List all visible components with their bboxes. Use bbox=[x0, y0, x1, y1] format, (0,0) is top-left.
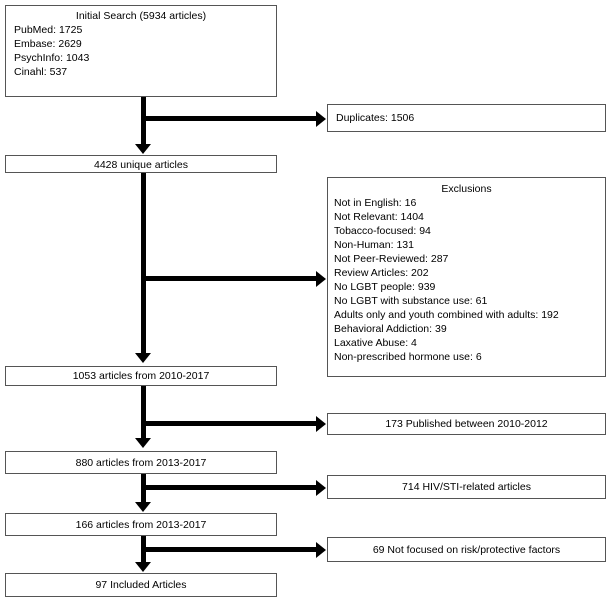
excluded-173-box: 173 Published between 2010-2012 bbox=[327, 413, 606, 435]
exclusion-item: Non-Human: 131 bbox=[334, 239, 414, 251]
initial-search-box: Initial Search (5934 articles) PubMed: 1… bbox=[5, 5, 277, 97]
arrow-to-714 bbox=[316, 480, 326, 496]
exclusion-item: Behavioral Addiction: 39 bbox=[334, 323, 447, 335]
arrow-to-166 bbox=[135, 502, 151, 512]
included-articles-label: 97 Included Articles bbox=[95, 579, 187, 591]
duplicates-box: Duplicates: 1506 bbox=[327, 104, 606, 132]
excluded-69-label: 69 Not focused on risk/protective factor… bbox=[372, 543, 561, 556]
unique-articles-label: 4428 unique articles bbox=[94, 158, 188, 171]
unique-articles-box: 4428 unique articles bbox=[5, 155, 277, 173]
exclusion-item: Review Articles: 202 bbox=[334, 267, 429, 279]
arrow-to-69 bbox=[316, 542, 326, 558]
branch-714 bbox=[141, 485, 317, 490]
excluded-173-label: 173 Published between 2010-2012 bbox=[385, 418, 548, 430]
branch-exclusions bbox=[141, 276, 317, 281]
exclusion-item: Laxative Abuse: 4 bbox=[334, 337, 417, 349]
articles-166-box: 166 articles from 2013-2017 bbox=[5, 513, 277, 536]
arrow-to-173 bbox=[316, 416, 326, 432]
excluded-714-label: 714 HIV/STI-related articles bbox=[402, 481, 531, 493]
articles-880-label: 880 articles from 2013-2017 bbox=[75, 456, 207, 469]
exclusion-item: Tobacco-focused: 94 bbox=[334, 225, 431, 237]
exclusion-item: No LGBT with substance use: 61 bbox=[334, 295, 488, 307]
exclusion-item: No LGBT people: 939 bbox=[334, 281, 436, 293]
articles-880-box: 880 articles from 2013-2017 bbox=[5, 451, 277, 474]
arrow-to-unique bbox=[135, 144, 151, 154]
arrow-to-1053 bbox=[135, 353, 151, 363]
exclusions-title: Exclusions bbox=[441, 183, 492, 195]
arrow-to-duplicates bbox=[316, 111, 326, 127]
branch-173 bbox=[141, 421, 317, 426]
excluded-714-box: 714 HIV/STI-related articles bbox=[327, 475, 606, 499]
connector-1053-to-880 bbox=[141, 386, 146, 439]
exclusions-box: Exclusions Not in English: 16 Not Releva… bbox=[327, 177, 606, 377]
initial-search-title: Initial Search (5934 articles) bbox=[75, 10, 207, 22]
exclusion-item: Adults only and youth combined with adul… bbox=[334, 309, 559, 321]
source-psychinfo: PsychInfo: 1043 bbox=[14, 52, 90, 64]
exclusion-item: Not Peer-Reviewed: 287 bbox=[334, 253, 449, 265]
arrow-to-exclusions bbox=[316, 271, 326, 287]
duplicates-label: Duplicates: 1506 bbox=[336, 112, 415, 124]
articles-1053-box: 1053 articles from 2010-2017 bbox=[5, 366, 277, 386]
source-embase: Embase: 2629 bbox=[14, 38, 82, 50]
source-cinahl: Cinahl: 537 bbox=[14, 66, 68, 78]
included-articles-box: 97 Included Articles bbox=[5, 573, 277, 597]
arrow-to-880 bbox=[135, 438, 151, 448]
exclusion-item: Not in English: 16 bbox=[334, 197, 417, 209]
branch-69 bbox=[141, 547, 317, 552]
exclusion-item: Not Relevant: 1404 bbox=[334, 211, 424, 223]
arrow-to-97 bbox=[135, 562, 151, 572]
excluded-69-box: 69 Not focused on risk/protective factor… bbox=[327, 537, 606, 562]
connector-unique-to-1053 bbox=[141, 173, 146, 357]
articles-166-label: 166 articles from 2013-2017 bbox=[75, 518, 207, 531]
source-pubmed: PubMed: 1725 bbox=[14, 24, 83, 36]
articles-1053-label: 1053 articles from 2010-2017 bbox=[72, 370, 210, 382]
exclusion-item: Non-prescribed hormone use: 6 bbox=[334, 351, 482, 363]
connector-initial-to-unique bbox=[141, 97, 146, 145]
branch-duplicates bbox=[141, 116, 317, 121]
